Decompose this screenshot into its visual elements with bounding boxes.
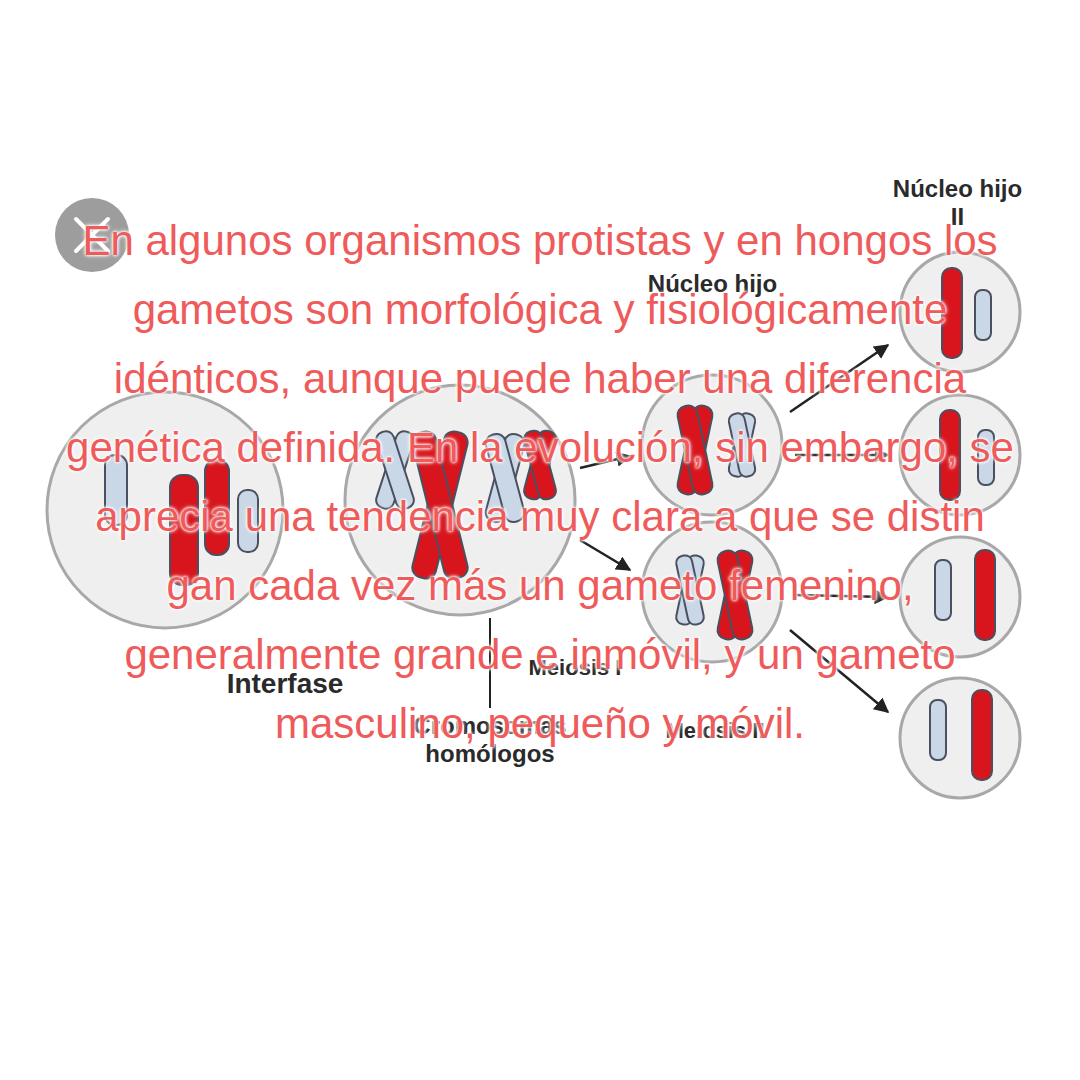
overlay-paragraph: En algunos organismos protistas y en hon… bbox=[60, 206, 1020, 758]
